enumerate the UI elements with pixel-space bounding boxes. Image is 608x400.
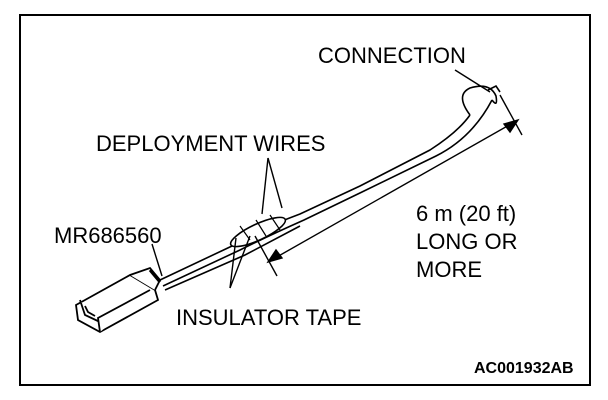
- figure-border: [19, 14, 591, 386]
- connection-tip: [487, 84, 501, 93]
- figure-code: AC001932AB: [474, 360, 574, 377]
- connection-loop: [461, 85, 498, 116]
- label-length-line1: 6 m (20 ft): [416, 201, 517, 226]
- label-length-line3: MORE: [416, 257, 482, 282]
- length-dimension: [254, 94, 523, 277]
- connector-mr686560: [75, 266, 162, 334]
- label-insulator-tape: INSULATOR TAPE: [176, 305, 362, 330]
- leader-lines: [151, 69, 491, 289]
- label-part-number: MR686560: [54, 223, 162, 248]
- label-length-line2: LONG OR: [416, 229, 518, 254]
- label-connection: CONNECTION: [318, 43, 466, 68]
- label-deployment-wires: DEPLOYMENT WIRES: [96, 131, 326, 156]
- insulator-tape-band: [229, 216, 287, 248]
